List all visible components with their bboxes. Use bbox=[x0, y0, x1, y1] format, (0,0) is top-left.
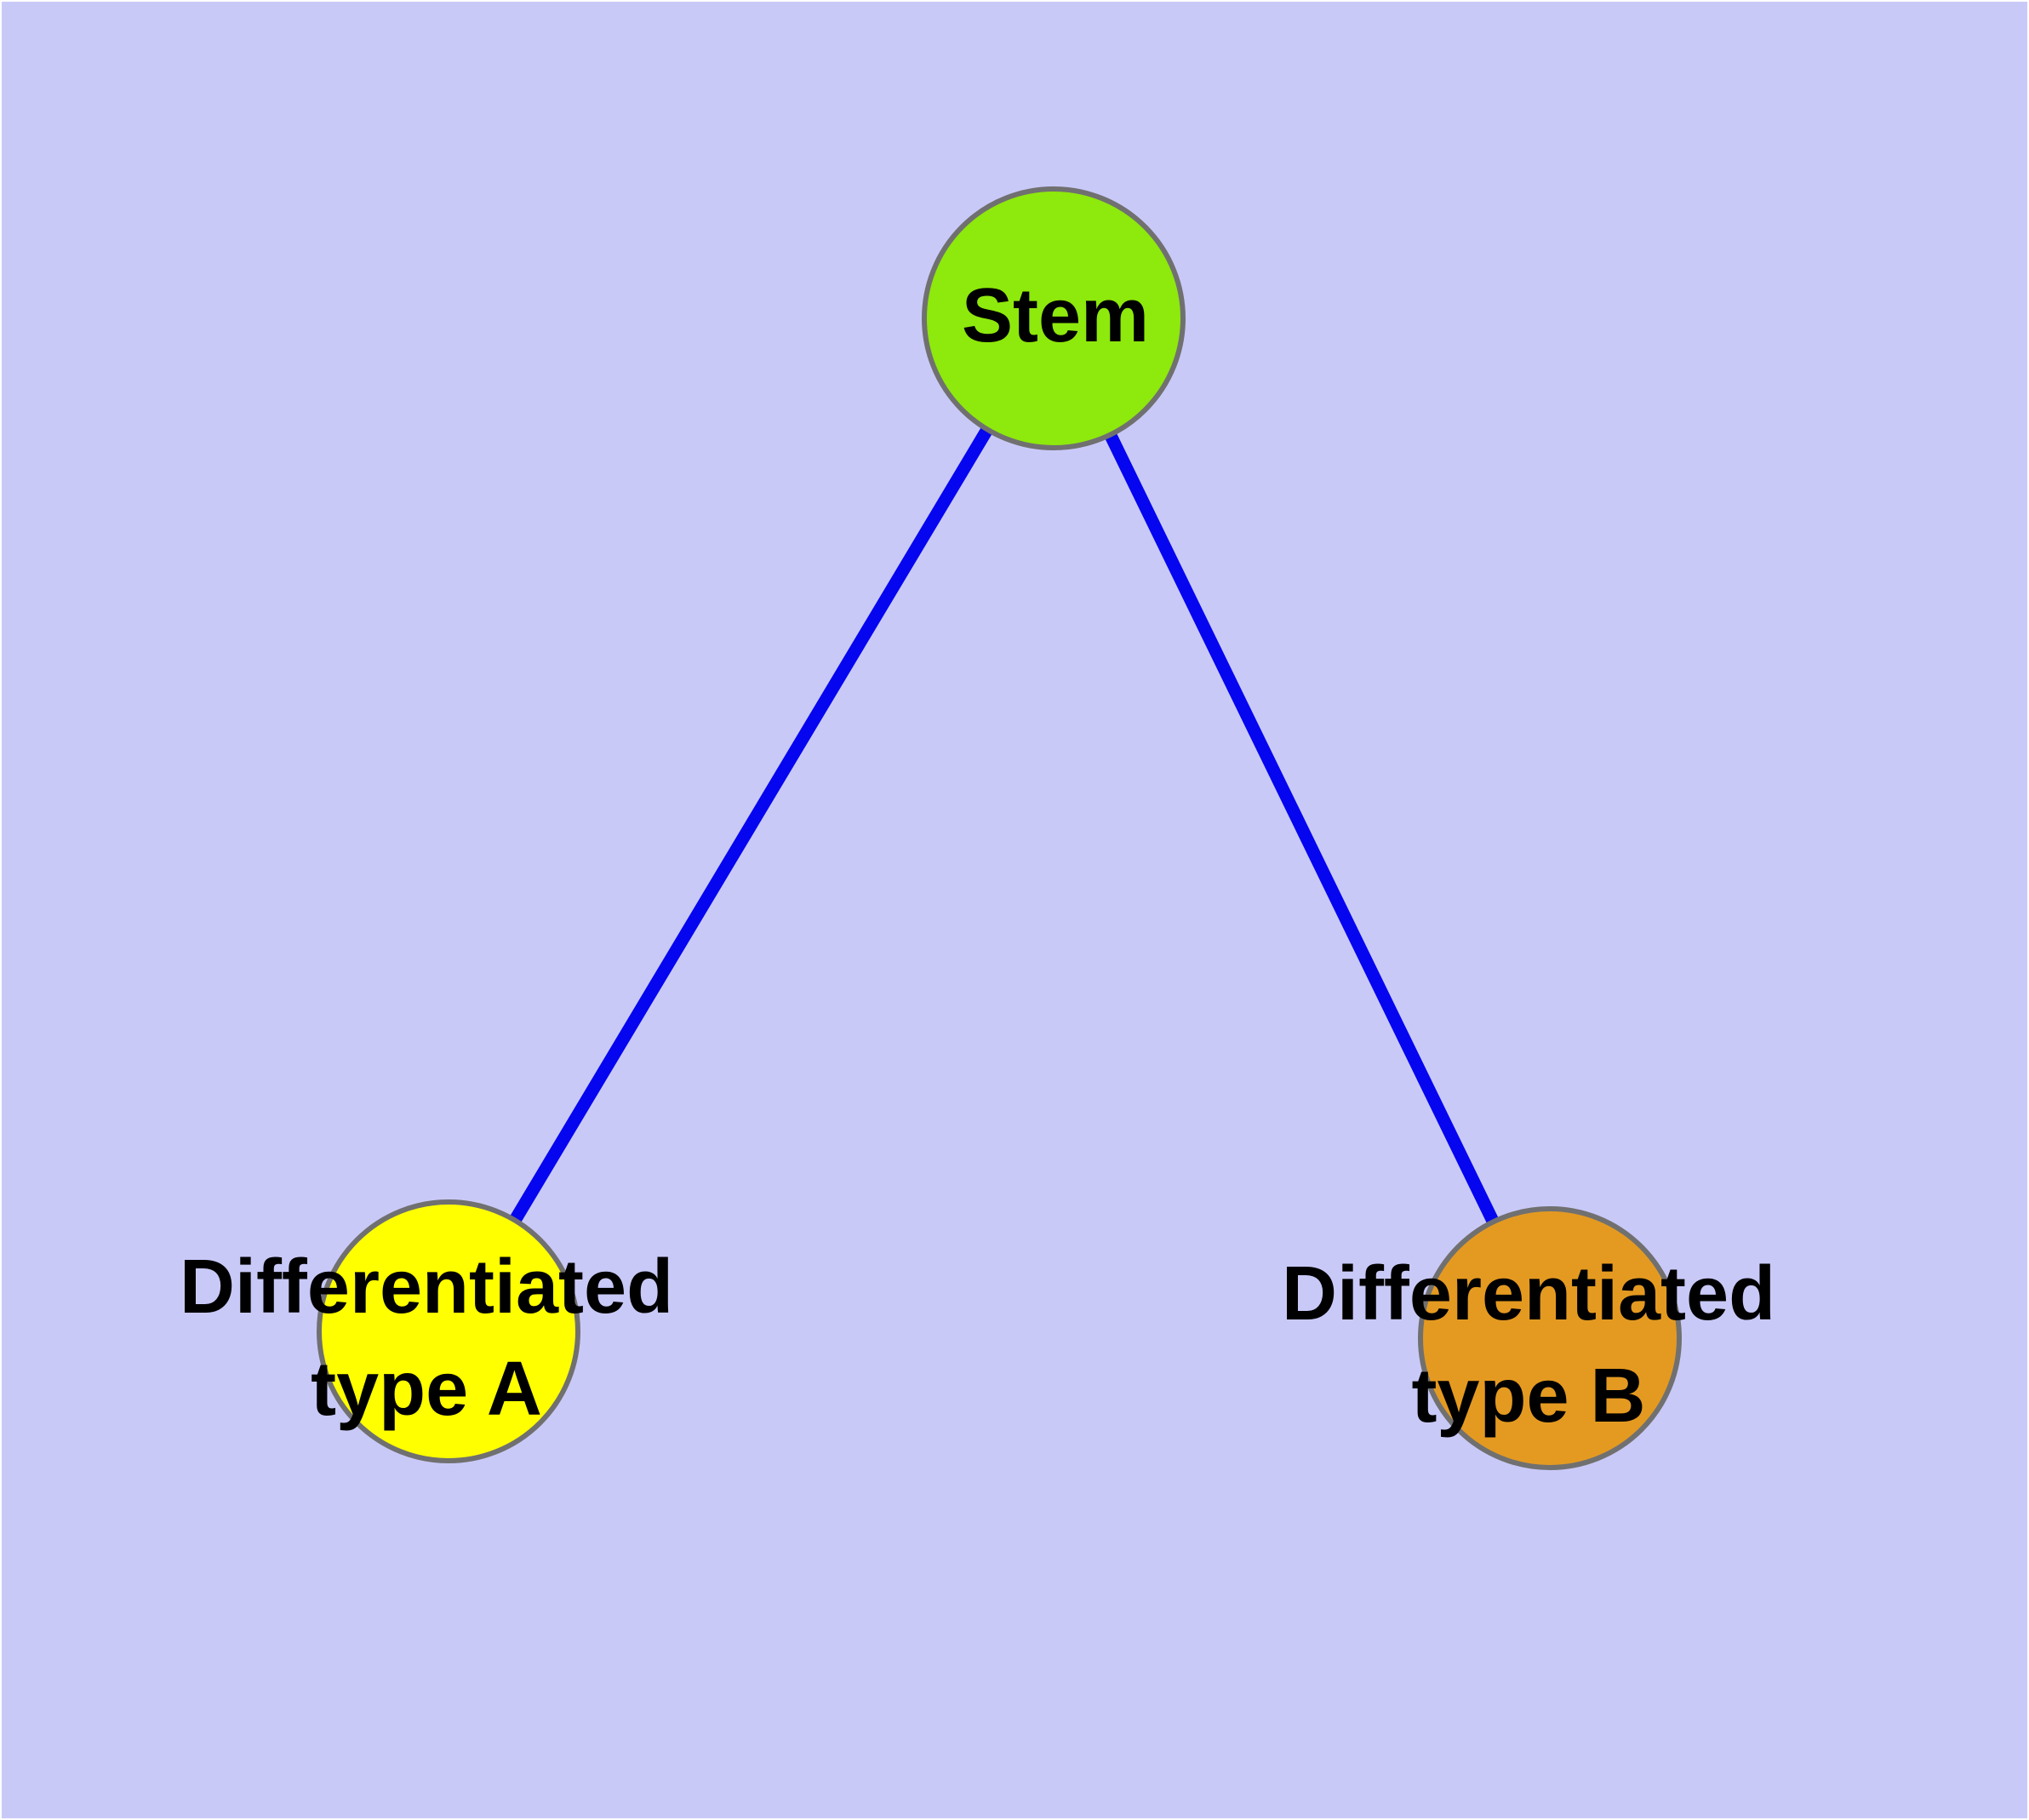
type-b-node-circle bbox=[1418, 1206, 1682, 1470]
edge-stem-to-type-a bbox=[443, 315, 1060, 1335]
type-a-node-label: Differentiated type A bbox=[179, 1245, 674, 1432]
stem-node-circle bbox=[922, 186, 1186, 450]
stem-node-label: Stem bbox=[961, 273, 1150, 358]
type-b-node-label: Differentiated type B bbox=[1281, 1251, 1776, 1439]
type-a-node-circle bbox=[317, 1199, 580, 1463]
edge-stem-to-type-b bbox=[1048, 315, 1556, 1342]
